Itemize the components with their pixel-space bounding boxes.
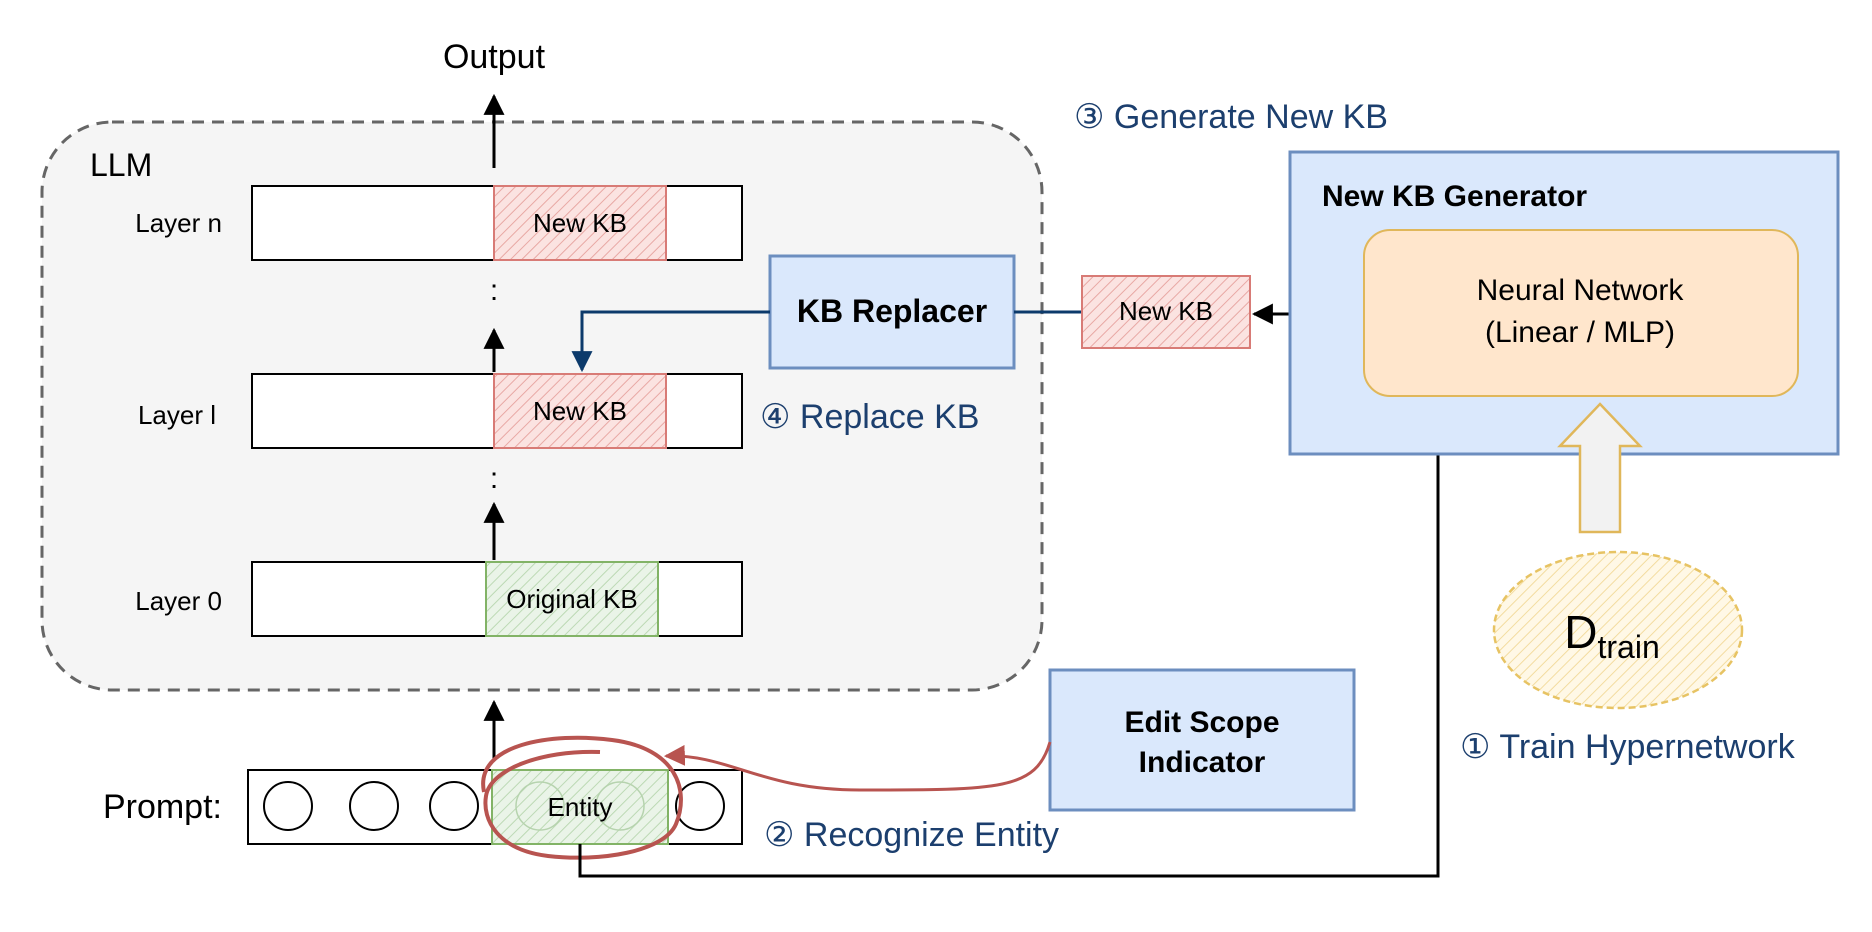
entity-token-ghost-1 xyxy=(515,781,565,831)
vdots-upper: : xyxy=(490,274,498,307)
entity-token-ghost-2 xyxy=(595,781,645,831)
original-kb-block xyxy=(485,561,659,637)
output-label: Output xyxy=(443,38,546,76)
vdots-lower: : xyxy=(490,462,498,495)
edit-scope-line1: Edit Scope xyxy=(1124,706,1279,739)
layer-n-new-kb-block xyxy=(493,185,667,261)
prompt-token-1 xyxy=(263,781,313,831)
layer-n-label: Layer n xyxy=(135,208,222,238)
train-dataset-main: D xyxy=(1564,606,1597,658)
entity-to-generator-arrow xyxy=(578,411,1449,878)
edit-scope-indicator-box xyxy=(1048,668,1356,812)
entity-recognition-circle xyxy=(481,735,683,860)
llm-label: LLM xyxy=(90,147,152,183)
edit-scope-line2: Indicator xyxy=(1139,746,1266,779)
edit-scope-to-entity-arrow xyxy=(663,741,1052,792)
layer-l-label: Layer l xyxy=(138,400,216,430)
original-kb-label: Original KB xyxy=(506,584,638,614)
train-dataset-ellipse xyxy=(1492,550,1744,710)
neural-network-box xyxy=(1363,229,1799,397)
train-data-arrow xyxy=(1557,402,1643,534)
step-3-label: ③ Generate New KB xyxy=(1074,98,1388,136)
prompt-token-2 xyxy=(349,781,399,831)
entity-label: Entity xyxy=(547,792,612,822)
layer-l-new-kb-block xyxy=(493,373,667,449)
neural-network-line1: Neural Network xyxy=(1477,274,1685,307)
new-kb-generator-title: New KB Generator xyxy=(1322,180,1587,213)
step-2-label: ② Recognize Entity xyxy=(764,816,1059,854)
prompt-token-3 xyxy=(429,781,479,831)
entity-block xyxy=(491,769,669,845)
kb-replacer-to-layer-l-arrow xyxy=(571,310,770,373)
layer-n-new-kb-label: New KB xyxy=(533,208,627,238)
prompt-token-5 xyxy=(675,781,725,831)
generated-new-kb-block xyxy=(1081,275,1251,349)
kb-replacer-label: KB Replacer xyxy=(797,293,987,329)
train-dataset-label: Dtrain xyxy=(1564,606,1659,665)
generated-new-kb-label: New KB xyxy=(1119,296,1213,326)
step-4-label: ④ Replace KB xyxy=(760,398,979,436)
train-dataset-subscript: train xyxy=(1597,629,1659,665)
neural-network-line2: (Linear / MLP) xyxy=(1485,316,1675,349)
step-1-label: ① Train Hypernetwork xyxy=(1460,728,1796,766)
prompt-label: Prompt: xyxy=(103,788,222,826)
layer-0-label: Layer 0 xyxy=(135,586,222,616)
layer-l-new-kb-label: New KB xyxy=(533,396,627,426)
